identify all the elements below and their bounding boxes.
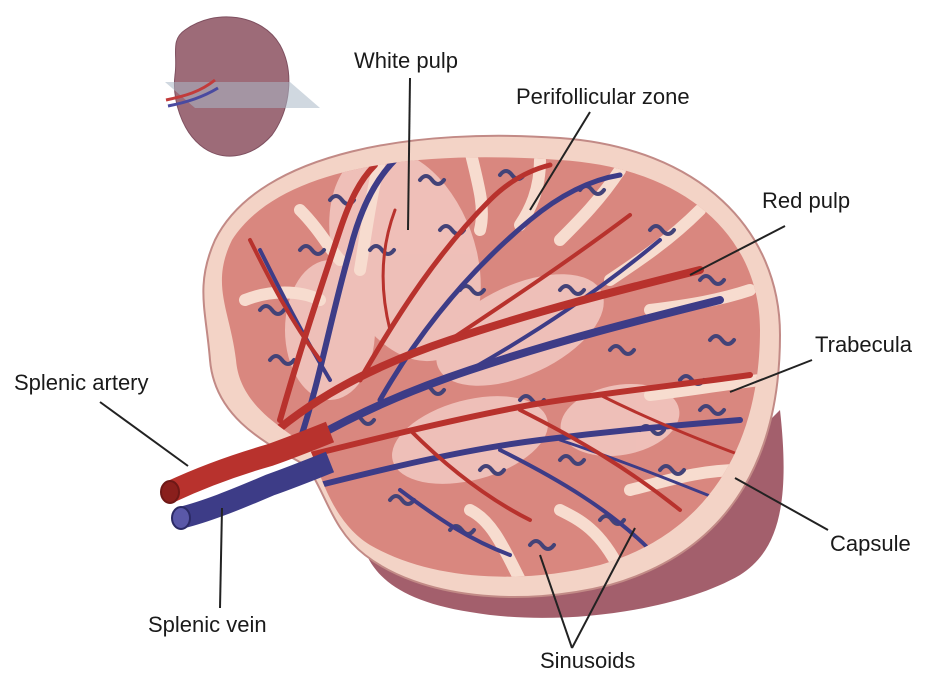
label-perifollicular-zone: Perifollicular zone [516, 86, 690, 108]
inset-spleen [165, 17, 320, 156]
splenic-vein-lumen [172, 507, 190, 529]
leader-splenic-artery [100, 402, 188, 466]
spleen-section [161, 128, 784, 618]
hilum-vessels [161, 432, 330, 529]
label-capsule: Capsule [830, 533, 911, 555]
label-splenic-artery: Splenic artery [14, 372, 149, 394]
label-splenic-vein: Splenic vein [148, 614, 267, 636]
label-red-pulp: Red pulp [762, 190, 850, 212]
label-white-pulp: White pulp [354, 50, 458, 72]
leader-splenic-vein [220, 508, 222, 608]
label-trabecula: Trabecula [815, 334, 912, 356]
label-sinusoids: Sinusoids [540, 650, 635, 672]
splenic-artery-lumen [161, 481, 179, 503]
